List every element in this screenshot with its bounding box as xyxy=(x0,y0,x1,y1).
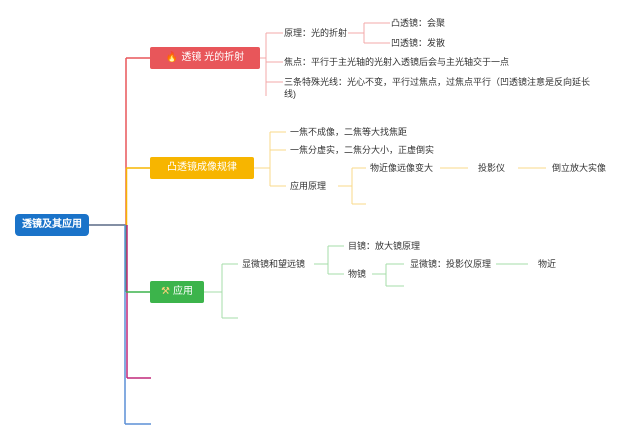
root-node[interactable]: 透镜及其应用 xyxy=(15,214,89,236)
branch-label: 应用 xyxy=(172,286,193,297)
node-projector[interactable]: 投影仪 xyxy=(478,163,506,173)
node-special-rays-line1: 三条特殊光线：光心不变，平行过焦点，过焦点平行（凹透镜注意是反向延长 xyxy=(284,77,591,87)
node-eyepiece[interactable]: 目镜：放大镜原理 xyxy=(348,241,421,251)
node-microscope-objective[interactable]: 显微镜：投影仪原理 xyxy=(410,259,492,269)
branch-node-lens-refraction[interactable]: 🔥透镜 光的折射 xyxy=(150,47,260,69)
node-objective[interactable]: 物镜 xyxy=(348,269,367,279)
branch-label: 凸透镜成像规律 xyxy=(167,162,237,173)
branch-label: 透镜 光的折射 xyxy=(181,52,245,63)
node-focus[interactable]: 焦点：平行于主光轴的光射入透镜后会与主光轴交于一点 xyxy=(284,57,510,67)
branch-node-convex-imaging[interactable]: 凸透镜成像规律 xyxy=(150,157,254,179)
branch-node-application[interactable]: ⚒应用 xyxy=(150,281,204,303)
node-near[interactable]: 物近 xyxy=(538,259,557,269)
node-near-far[interactable]: 物近像远像变大 xyxy=(370,163,434,173)
node-convex[interactable]: 凸透镜：会聚 xyxy=(391,18,446,28)
node-microscope-telescope[interactable]: 显微镜和望远镜 xyxy=(242,259,306,269)
node-rule-1[interactable]: 一焦不成像，二焦等大找焦距 xyxy=(290,127,408,137)
node-inverted-image[interactable]: 倒立放大实像 xyxy=(552,163,607,173)
node-special-rays-line2: 线) xyxy=(284,89,296,99)
node-concave[interactable]: 凹透镜：发散 xyxy=(391,38,446,48)
node-special-rays[interactable]: 三条特殊光线：光心不变，平行过焦点，过焦点平行（凹透镜注意是反向延长 线) xyxy=(284,76,590,100)
node-apply-principle[interactable]: 应用原理 xyxy=(290,181,327,191)
fire-icon: 🔥 xyxy=(165,52,179,63)
tools-icon: ⚒ xyxy=(161,286,170,297)
node-principle[interactable]: 原理：光的折射 xyxy=(284,28,348,38)
node-rule-2[interactable]: 一焦分虚实，二焦分大小，正虚倒实 xyxy=(290,145,435,155)
